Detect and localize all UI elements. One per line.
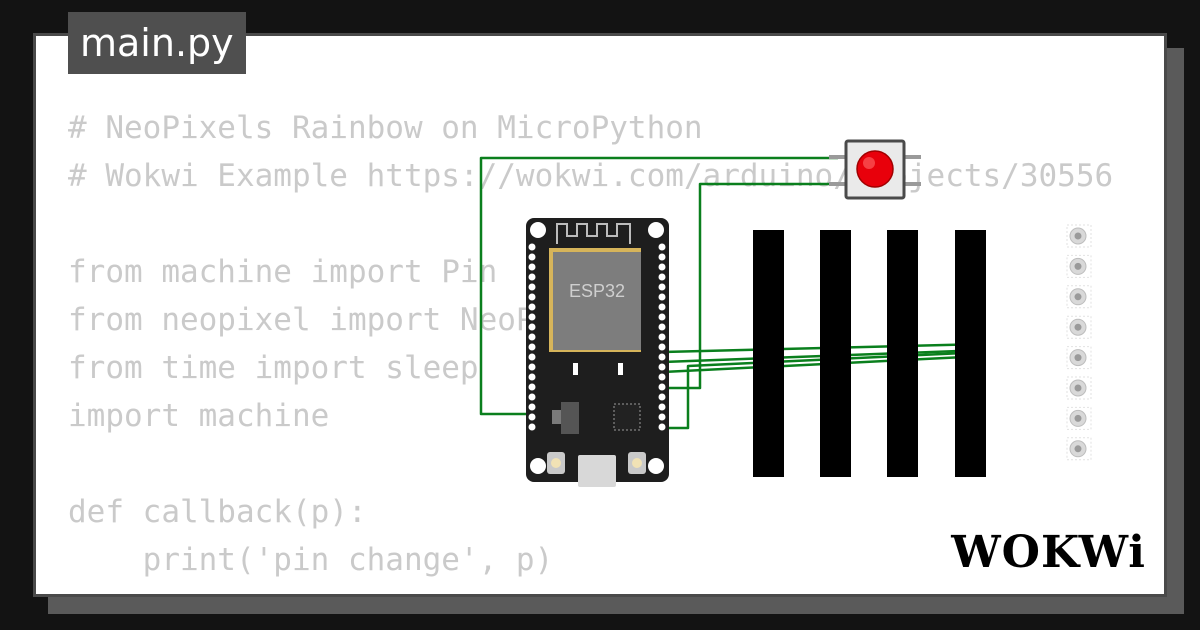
pin-header-left [528,243,536,431]
board-pin[interactable] [658,303,666,311]
board-pin[interactable] [658,283,666,291]
board-pin[interactable] [528,333,536,341]
esp32-chip [553,252,641,350]
board-pin[interactable] [528,363,536,371]
board-pin[interactable] [658,313,666,321]
code-line: # Wokwi Example https://wokwi.com/arduin… [68,158,1114,194]
board-pin[interactable] [658,423,666,431]
board-pin[interactable] [658,323,666,331]
mount-hole [530,222,546,238]
file-tab-main-py[interactable]: main.py [68,12,246,74]
wire-button-to-gpio[interactable] [479,156,838,416]
button-lead [903,182,921,186]
board-label: ESP32 [569,281,625,301]
board-pin[interactable] [658,403,666,411]
board-pin[interactable] [528,403,536,411]
board-pin[interactable] [528,313,536,321]
wire-button-to-gnd[interactable] [663,182,838,390]
pushbutton[interactable] [829,139,921,200]
neopixel-led[interactable] [1066,254,1092,278]
wokwi-logo: WOKWi [951,527,1146,578]
neopixel-die [1074,354,1082,362]
board-pin[interactable] [658,373,666,381]
boot-button-cap [632,458,642,468]
usb-uart-chip [613,403,641,431]
mount-hole [530,458,546,474]
neopixel-die [1074,384,1082,392]
regulator-tab [552,410,561,424]
led-strip[interactable] [887,230,918,477]
board-pin[interactable] [658,383,666,391]
button-lead [903,155,921,159]
code-line: # ... machine.reset()(23) [68,584,1113,594]
en-button-cap [551,458,561,468]
neopixel-led[interactable] [1066,437,1092,461]
code-line: import machine [68,398,330,434]
button-cap[interactable] [856,150,894,188]
esp32-board[interactable]: ESP32 [526,218,669,487]
board-pin[interactable] [528,273,536,281]
neopixel-led[interactable] [1066,406,1092,430]
board-pin[interactable] [528,323,536,331]
board-pin[interactable] [658,393,666,401]
antenna-trace [556,223,631,244]
button-lead [829,155,847,159]
neopixel-led[interactable] [1066,376,1092,400]
board-pin[interactable] [528,253,536,261]
board-pin[interactable] [528,263,536,271]
board-pin[interactable] [528,293,536,301]
board-pin[interactable] [658,413,666,421]
code-line: def callback(p): [68,494,367,530]
board-pin[interactable] [528,303,536,311]
pin-header-right [658,243,666,431]
neopixel-led[interactable] [1066,346,1092,370]
code-line: # NeoPixels Rainbow on MicroPython [68,110,703,146]
board-pin[interactable] [658,293,666,301]
board-pin[interactable] [528,383,536,391]
neopixel-die [1074,262,1082,270]
board-pin[interactable] [528,243,536,251]
usb-port[interactable] [578,455,616,487]
board-pin[interactable] [528,283,536,291]
board-pin[interactable] [658,273,666,281]
led-strip[interactable] [753,230,784,477]
board-pin[interactable] [528,393,536,401]
button-lead [829,182,847,186]
neopixel-die [1074,323,1082,331]
board-pin[interactable] [658,343,666,351]
board-pin[interactable] [528,413,536,421]
code-line: from time import sleep [68,350,479,386]
board-pin[interactable] [528,343,536,351]
led-strip[interactable] [820,230,851,477]
neopixel-die [1074,293,1082,301]
neopixel-led[interactable] [1066,224,1092,248]
neopixel-led[interactable] [1066,315,1092,339]
neopixel-die [1074,414,1082,422]
mount-hole [648,222,664,238]
button-highlight [863,157,875,169]
neopixel-die [1074,232,1082,240]
board-pin[interactable] [528,373,536,381]
board-pin[interactable] [528,353,536,361]
led-strip[interactable] [955,230,986,477]
board-pin[interactable] [658,253,666,261]
code-editor[interactable]: # NeoPixels Rainbow on MicroPython # Wokw… [68,104,1114,594]
board-pin[interactable] [658,333,666,341]
led-strips [753,230,986,477]
voltage-regulator [561,402,579,434]
mount-hole [648,458,664,474]
smd-part [573,363,578,375]
neopixel-die [1074,445,1082,453]
neopixel-led[interactable] [1066,285,1092,309]
neopixel-column [1066,224,1092,461]
board-pin[interactable] [658,263,666,271]
smd-part [618,363,623,375]
code-line: from machine import Pin [68,254,498,290]
code-line: print('pin change', p) [68,542,554,578]
board-pin[interactable] [658,363,666,371]
board-pin[interactable] [658,353,666,361]
board-pin[interactable] [658,243,666,251]
board-pin[interactable] [528,423,536,431]
